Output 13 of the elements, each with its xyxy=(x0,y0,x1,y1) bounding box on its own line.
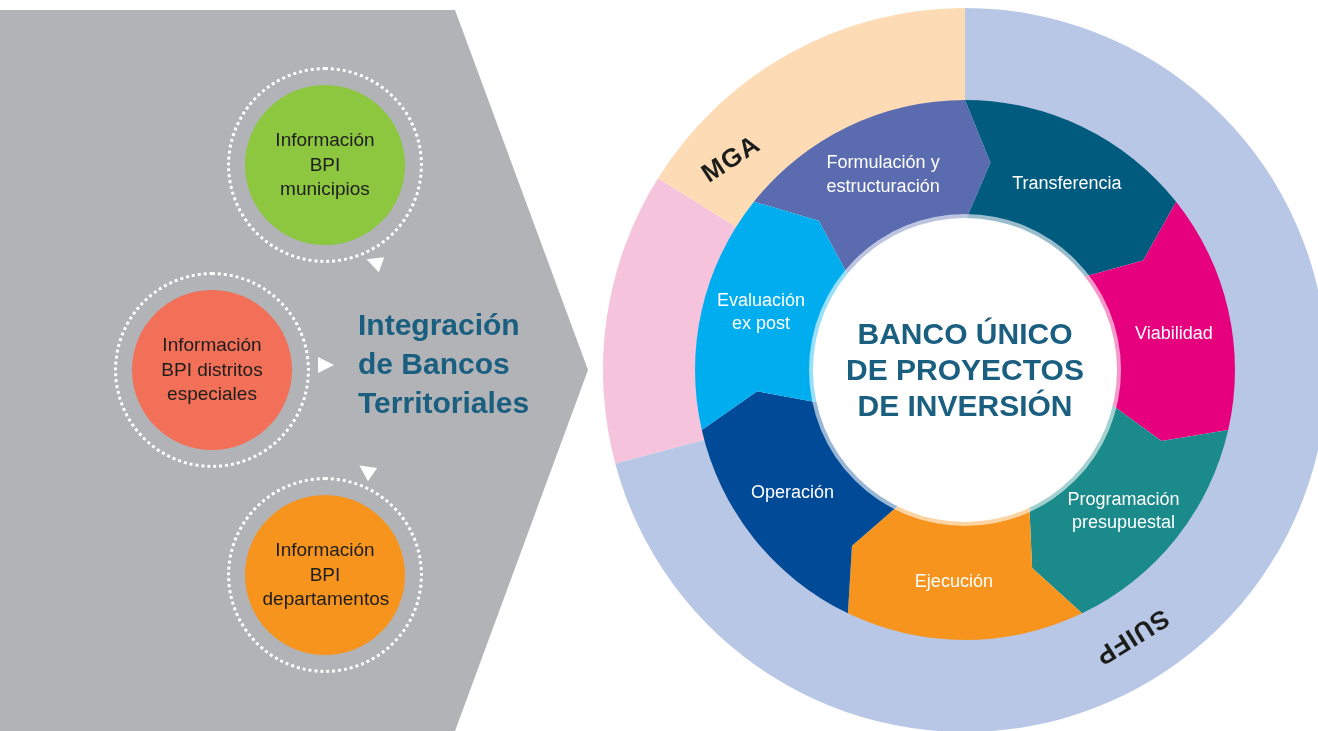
segment-label: Transferencia xyxy=(1011,172,1123,196)
segment-label: Ejecución xyxy=(913,570,994,593)
title-text: Integración de Bancos Territoriales xyxy=(358,307,531,421)
circle-label: Información BPI distritos especiales xyxy=(160,332,264,407)
circle-label: Información BPI departamentos xyxy=(262,537,388,612)
circle-label: Información BPI municipios xyxy=(274,127,376,202)
segment-label: Evaluación ex post xyxy=(716,288,807,336)
segment-label: Operación xyxy=(750,481,836,505)
center-label: BANCO ÚNICO DE PROYECTOS DE INVERSIÓN xyxy=(845,316,1085,424)
segment-label: Formulación y estructuración xyxy=(825,151,941,198)
segment-label: Programación presupuestal xyxy=(1066,487,1181,534)
ring-label: MGA xyxy=(695,127,767,191)
segment-label: Viabilidad xyxy=(1134,322,1214,345)
